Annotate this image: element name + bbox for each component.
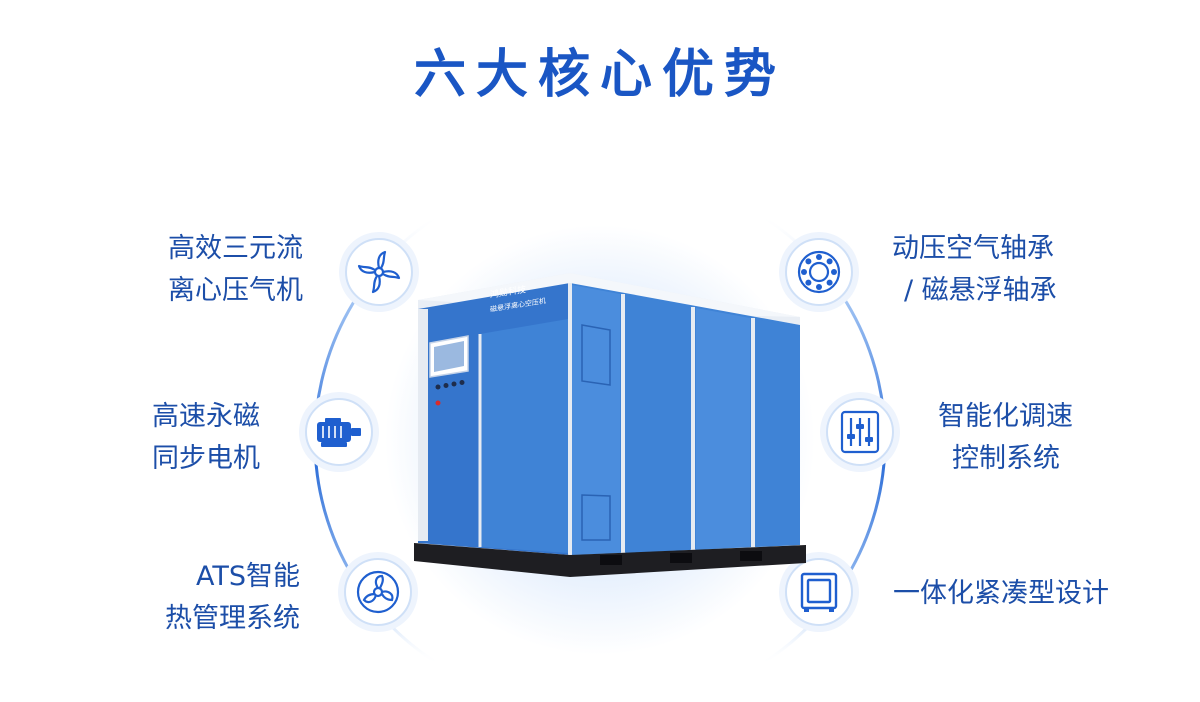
control-sliders-icon — [818, 390, 902, 474]
motor-icon — [297, 390, 381, 474]
feature-line: / 磁悬浮轴承 — [904, 275, 1057, 306]
feature-compact: 一体化紧凑型设计 — [893, 573, 1153, 615]
feature-line: ATS智能 — [195, 561, 300, 592]
feature-line: 动压空气轴承 — [892, 233, 1054, 264]
feature-line: 高效三元流 — [168, 233, 303, 264]
fan-blade-icon — [337, 230, 421, 314]
compact-box-icon — [777, 550, 861, 634]
air-compressor-unit: 鸿勋科技 磁悬浮离心空压机 — [400, 255, 820, 585]
feature-compressor: 高效三元流 离心压气机 — [118, 228, 303, 312]
feature-line: 同步电机 — [152, 443, 260, 474]
feature-bearing: 动压空气轴承 / 磁悬浮轴承 — [892, 228, 1092, 312]
feature-line: 智能化调速 — [938, 401, 1073, 432]
bearing-icon — [777, 230, 861, 314]
feature-line: 热管理系统 — [165, 603, 300, 634]
feature-line: 离心压气机 — [168, 275, 303, 306]
feature-line: 控制系统 — [952, 443, 1060, 474]
feature-line: 一体化紧凑型设计 — [893, 578, 1109, 609]
page-title: 六大核心优势 — [413, 45, 786, 105]
feature-control: 智能化调速 控制系统 — [938, 396, 1108, 480]
cooling-fan-icon — [336, 550, 420, 634]
feature-line: 高速永磁 — [152, 401, 260, 432]
feature-motor: 高速永磁 同步电机 — [100, 396, 260, 480]
feature-thermal: ATS智能 热管理系统 — [120, 556, 300, 640]
